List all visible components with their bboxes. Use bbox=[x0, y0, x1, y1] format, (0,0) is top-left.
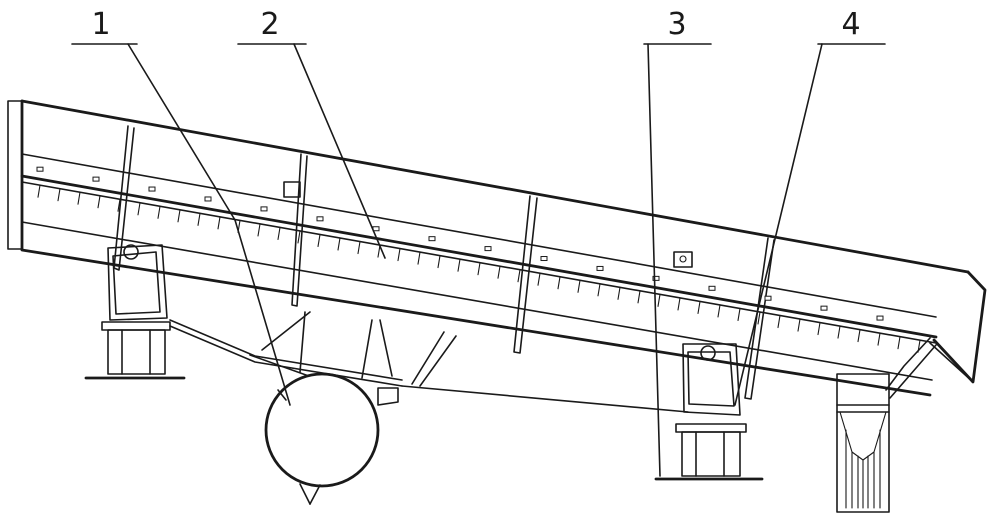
deck-tooth bbox=[357, 240, 361, 255]
left-spring-support bbox=[84, 244, 186, 380]
deck-tooth bbox=[637, 290, 641, 304]
deck-tooth bbox=[477, 262, 481, 276]
bolt bbox=[484, 246, 492, 252]
bolt bbox=[596, 265, 604, 271]
bolt bbox=[428, 236, 436, 242]
vibrator-motor bbox=[264, 372, 380, 505]
callout-4: 4 bbox=[734, 7, 886, 406]
deck-tooth bbox=[37, 184, 41, 198]
deck-tooth bbox=[157, 205, 161, 219]
deck-teeth bbox=[37, 184, 921, 353]
deck-tooth bbox=[57, 188, 61, 202]
deck-tooth bbox=[257, 223, 261, 237]
callout-number-4: 4 bbox=[841, 7, 860, 42]
bolt bbox=[92, 176, 100, 182]
deck-tooth bbox=[717, 304, 721, 318]
deck-tooth bbox=[737, 307, 741, 322]
deck-tooth bbox=[397, 248, 401, 262]
screen-box bbox=[7, 99, 987, 397]
deck-tooth bbox=[497, 265, 501, 279]
deck-tooth bbox=[657, 293, 661, 307]
deck-tooth bbox=[617, 286, 621, 300]
deck-tooth bbox=[857, 329, 861, 343]
deck-tooth bbox=[77, 191, 81, 205]
deck-tooth bbox=[837, 325, 841, 339]
deck-tooth bbox=[817, 322, 821, 336]
deck-tooth bbox=[97, 195, 101, 209]
bracket-plate-left bbox=[283, 181, 301, 198]
deck-tooth bbox=[317, 233, 321, 248]
deck-tooth bbox=[417, 251, 421, 265]
deck-tooth bbox=[297, 230, 301, 244]
deck-tooth bbox=[277, 226, 281, 240]
deck-tooth bbox=[757, 311, 761, 325]
callout-number-1: 1 bbox=[91, 7, 110, 42]
side-stiffeners bbox=[113, 125, 775, 400]
callout-3: 3 bbox=[643, 7, 712, 477]
bolt bbox=[36, 166, 44, 172]
discharge-chute bbox=[932, 270, 987, 384]
callout-2: 2 bbox=[237, 7, 386, 259]
deck-tooth bbox=[677, 297, 681, 311]
bolt bbox=[764, 295, 772, 301]
deck-tooth bbox=[337, 237, 341, 251]
callout-number-2: 2 bbox=[260, 7, 279, 42]
deck-tooth bbox=[697, 300, 701, 314]
deck-tooth bbox=[537, 272, 541, 286]
deck-tooth bbox=[517, 269, 521, 283]
deck-tooth bbox=[137, 202, 141, 216]
deck-tooth bbox=[577, 279, 581, 293]
callout-1: 1 bbox=[71, 7, 291, 406]
deck-tooth bbox=[597, 283, 601, 297]
deck-tooth bbox=[797, 318, 801, 332]
bolt bbox=[316, 216, 324, 222]
bolt bbox=[876, 315, 884, 321]
bolt bbox=[820, 305, 828, 311]
deck-tooth bbox=[117, 198, 121, 212]
bolt bbox=[708, 285, 716, 291]
bolt bbox=[148, 186, 156, 192]
deck-tooth bbox=[177, 209, 181, 223]
bolt bbox=[540, 256, 548, 262]
deck-tooth bbox=[197, 212, 201, 226]
callout-number-3: 3 bbox=[667, 7, 686, 42]
deck-tooth bbox=[877, 332, 881, 346]
right-spring-support bbox=[654, 343, 764, 481]
discharge-hopper bbox=[836, 337, 937, 513]
bracket-plate-right bbox=[673, 251, 693, 268]
left-end-plate bbox=[7, 100, 23, 250]
deck-tooth bbox=[777, 314, 781, 329]
drive-frame bbox=[169, 311, 689, 413]
deck-tooth bbox=[457, 258, 461, 272]
bolt bbox=[652, 275, 660, 281]
bolt bbox=[204, 196, 212, 202]
deck-tooth bbox=[217, 216, 221, 230]
deck-tooth bbox=[437, 255, 441, 269]
bolt bbox=[260, 206, 268, 212]
bolt-row bbox=[36, 166, 884, 321]
deck-tooth bbox=[897, 336, 901, 350]
deck-tooth bbox=[557, 276, 561, 290]
